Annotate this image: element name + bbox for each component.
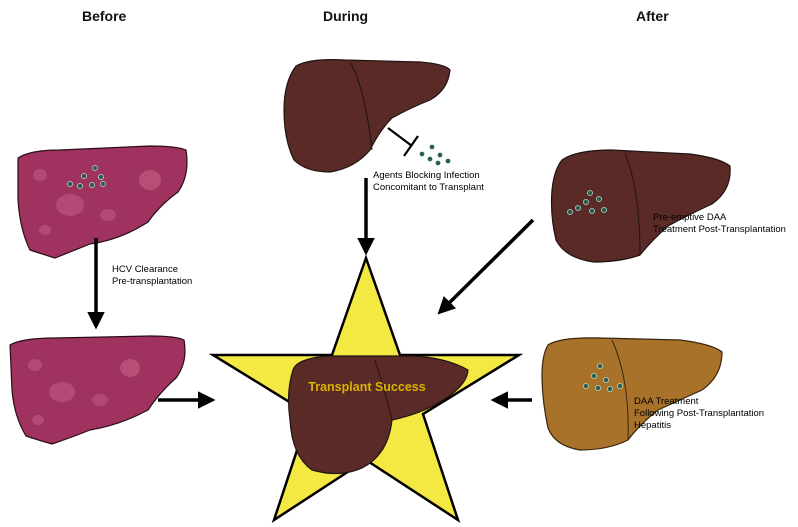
label-daa-treatment: DAA Treatment Following Post-Transplanta… — [634, 396, 764, 432]
arrow-after-diagonal — [440, 220, 533, 312]
transplanted-liver — [289, 356, 468, 474]
liver-after-preemptive — [552, 150, 731, 262]
blocked-virus-particles — [419, 144, 450, 165]
label-hcv-clearance: HCV Clearance Pre-transplantation — [112, 264, 192, 288]
label-preemptive: Pre-emptive DAA Treatment Post-Transplan… — [653, 212, 786, 236]
liver-during — [284, 60, 450, 172]
liver-after-hepatitis — [542, 338, 722, 450]
center-label: Transplant Success — [308, 380, 425, 394]
diseased-liver-before — [18, 146, 187, 258]
cleared-liver-before — [10, 336, 185, 444]
label-agents-blocking: Agents Blocking Infection Concomitant to… — [373, 170, 484, 194]
